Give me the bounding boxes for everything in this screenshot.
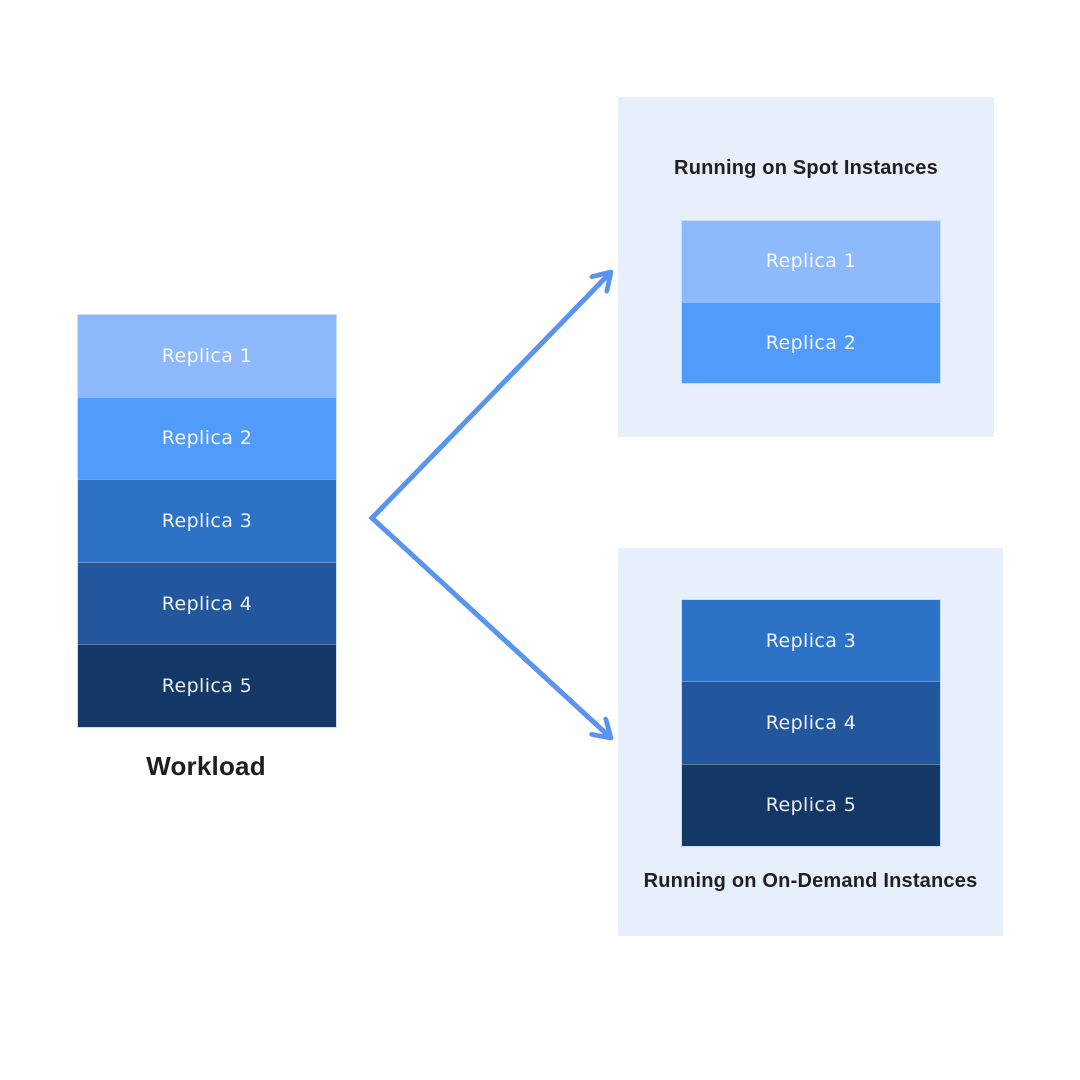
ondemand-replica-5: Replica 5 [682, 763, 940, 846]
spot-replica-2: Replica 2 [682, 301, 940, 383]
workload-stack: Replica 1 Replica 2 Replica 3 Replica 4 … [77, 314, 337, 728]
ondemand-panel-title: Running on On-Demand Instances [643, 870, 978, 892]
spot-replica-stack: Replica 1 Replica 2 [681, 220, 941, 384]
ondemand-replica-3: Replica 3 [682, 600, 940, 682]
spot-replica-1: Replica 1 [682, 221, 940, 302]
workload-replica-4: Replica 4 [78, 561, 336, 645]
workload-replica-1: Replica 1 [78, 315, 336, 397]
workload-replica-5: Replica 5 [78, 644, 336, 727]
workload-replica-3: Replica 3 [78, 479, 336, 562]
workload-label: Workload [146, 751, 266, 781]
ondemand-replica-4: Replica 4 [682, 681, 940, 764]
spot-panel-title: Running on Spot Instances [674, 157, 938, 179]
arrow-workload-split [368, 272, 611, 738]
ondemand-replica-stack: Replica 3 Replica 4 Replica 5 [681, 599, 941, 847]
workload-replica-2: Replica 2 [78, 396, 336, 480]
